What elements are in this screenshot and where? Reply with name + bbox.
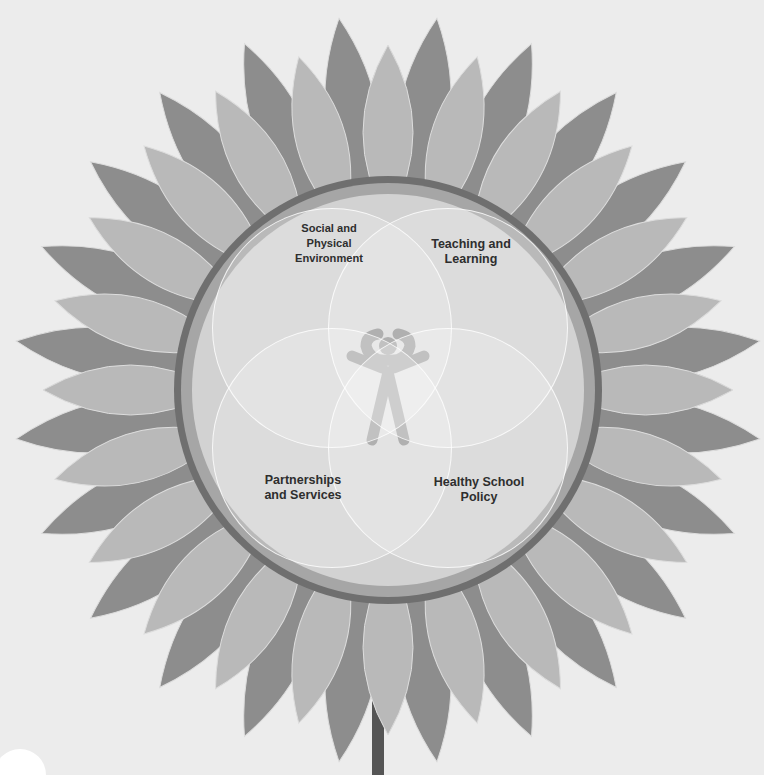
circle-label: Partnerships and Services [255,473,351,503]
petal-layer [13,15,763,765]
circle-label: Healthy School Policy [431,475,527,505]
circle-label: Social and Physical Environment [279,221,379,266]
petal-layer [43,45,733,735]
flower-ring [174,176,602,604]
circle-label: Teaching and Learning [423,237,519,267]
venn-circle: Healthy School Policy [328,328,568,568]
flower-ring [181,183,595,597]
corner-circle [0,749,46,775]
flower-center [192,194,584,586]
